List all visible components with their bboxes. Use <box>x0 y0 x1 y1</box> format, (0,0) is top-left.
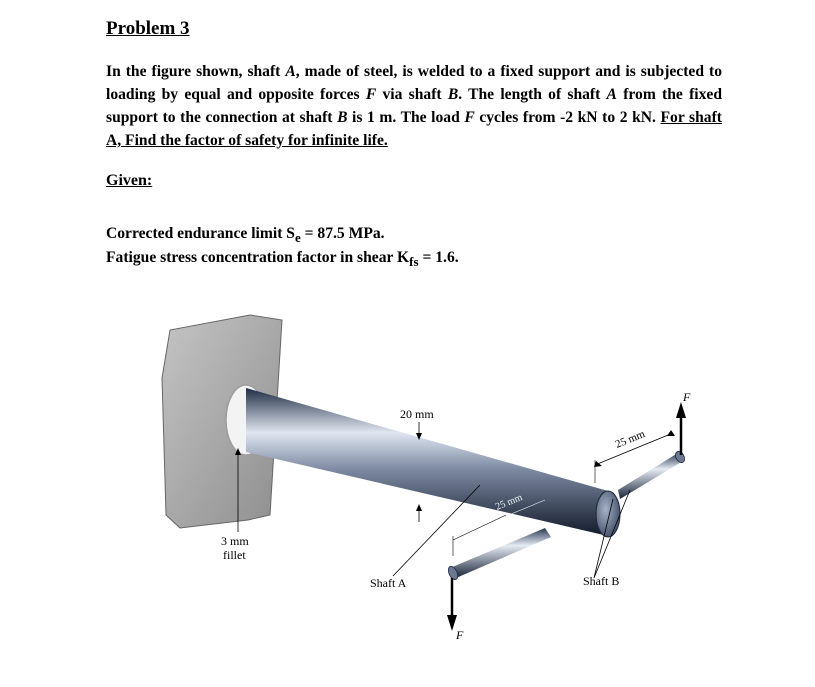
shaft-a-label: Shaft A <box>370 576 407 590</box>
dim-25mm-right-arrow-a <box>594 461 602 467</box>
dim-20mm-top-arrow <box>416 433 422 440</box>
force-up-arrow <box>676 402 686 418</box>
dim-25mm-right-line <box>594 432 674 466</box>
dim-20mm-bottom-arrow <box>416 504 422 511</box>
endurance-limit-line: Corrected endurance limit Se = 87.5 MPa. <box>106 225 385 246</box>
dim-25mm-right-arrow-b <box>667 430 675 436</box>
problem-title: Problem 3 <box>106 18 190 39</box>
shaft-figure: 20 mm 25 mm 25 mm Shaft A Shaft B 3 mm f… <box>161 314 691 642</box>
shaft-b-end-left <box>447 566 459 580</box>
force-up-label: F <box>682 390 691 404</box>
shaft-b-leader-1 <box>593 498 614 579</box>
dim-25mm-mid-line <box>491 499 546 523</box>
force-down-label: F <box>455 628 464 642</box>
shaft-b-rear <box>618 453 683 499</box>
problem-statement: In the figure shown, shaft A, made of st… <box>106 63 723 149</box>
shaft-b-label: Shaft B <box>583 574 619 588</box>
task-statement: For shaft A, Find the factor of safety f… <box>106 109 722 149</box>
fillet-arrow <box>235 448 241 455</box>
force-down-arrow <box>447 615 457 631</box>
fillet-label-2: fillet <box>223 548 246 562</box>
shaft-a-end <box>595 490 621 538</box>
shaft-b-leader-2 <box>593 489 631 579</box>
fixed-support-wall <box>161 314 283 529</box>
given-heading: Given: <box>106 172 153 189</box>
shaft-b-front <box>450 528 551 578</box>
dim-25mm-right-label: 25 mm <box>614 428 648 451</box>
shaft-b-left-dim <box>452 514 507 541</box>
shaft-b-end-right <box>675 451 685 463</box>
fillet-label-1: 3 mm <box>221 534 249 548</box>
stress-concentration-line: Fatigue stress concentration factor in s… <box>106 249 459 270</box>
shaft-a-body <box>246 388 608 536</box>
shaft-a-leader <box>392 484 481 577</box>
dim-20mm-label: 20 mm <box>400 407 434 421</box>
